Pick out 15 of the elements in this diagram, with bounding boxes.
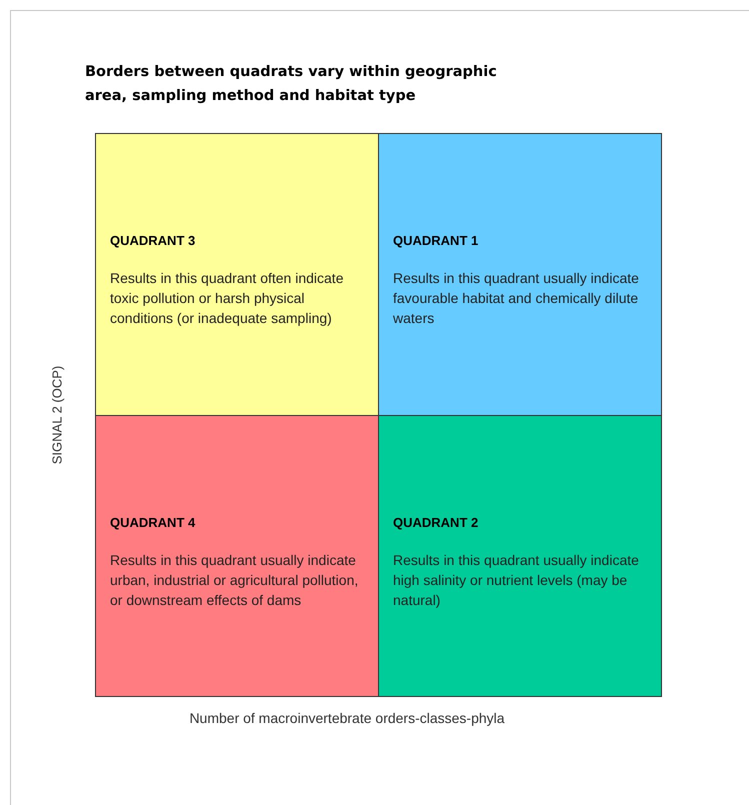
quadrant-description: Results in this quadrant often indicate toxic pollution or harsh physical conditions (or inadequate sampling) [110,269,344,328]
x-axis-label: Number of macroinvertebrate orders-classes-phyla [189,710,505,726]
y-axis-label: SIGNAL 2 (OCP) [50,366,64,464]
quadrant-heading: QUADRANT 2 [393,515,480,530]
quadrant-heading: QUADRANT 1 [393,233,480,248]
quadrant-box [378,415,662,697]
quadrant-description: Results in this quadrant usually indicate favourable habitat and chemically dilute waters [393,269,640,328]
quadrant-heading: QUADRANT 3 [110,233,196,248]
quadrant-box [95,415,379,697]
quadrant-heading: QUADRANT 4 [110,515,196,530]
quadrant-description: Results in this quadrant usually indicate urban, industrial or agricultural pollution, or downstream effects of dams [110,551,360,610]
quadrant-box [95,133,379,416]
quadrant-description: Results in this quadrant usually indicate high salinity or nutrient levels (may be natural) [393,551,640,610]
quadrant-box [378,133,662,416]
title: Borders between quadrats vary within geographic area, sampling method and habitat type [85,63,498,106]
